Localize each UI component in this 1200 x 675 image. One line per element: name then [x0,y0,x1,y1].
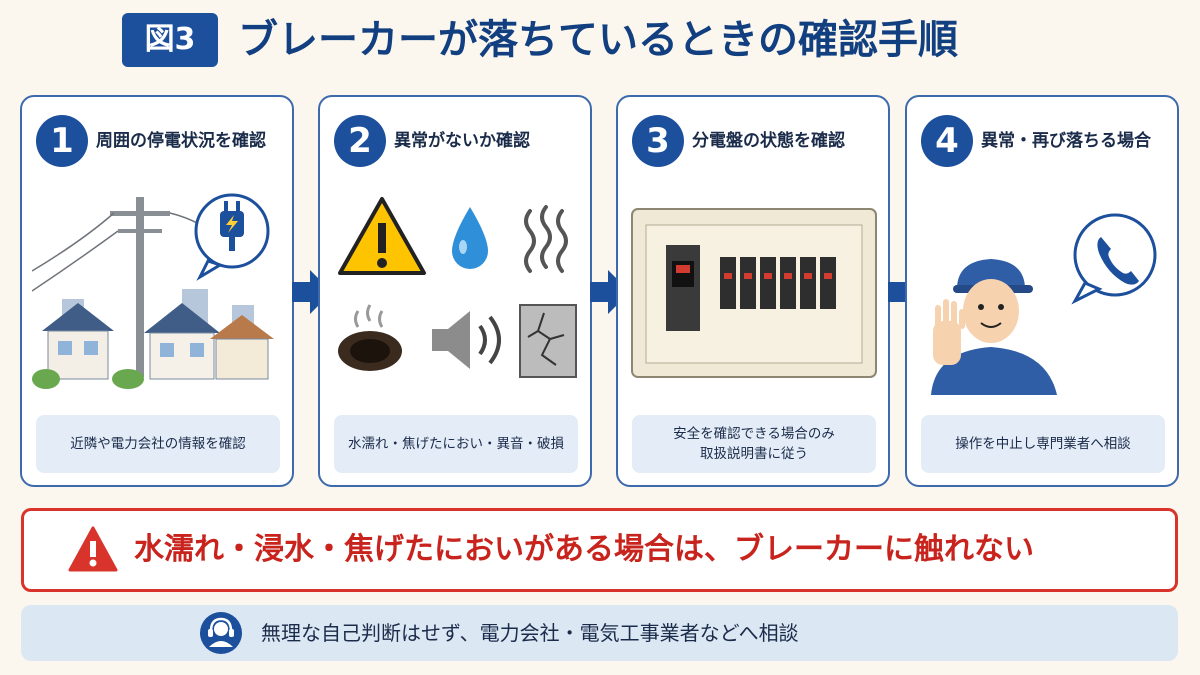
cracked-panel-icon [519,304,577,378]
warning-banner: 水濡れ・浸水・焦げたにおいがある場合は、ブレーカーに触れない [21,508,1178,592]
advice-text: 無理な自己判断はせず、電力会社・電気工事業者などへ相談 [261,621,799,645]
anomaly-illustration [338,197,577,378]
step-card-4: 4 異常・再び落ちる場合 操作を中止し専門業者へ相談 [905,95,1179,487]
step-card-3: 3 分電盤の状態を確認 安全を確認できる場合のみ 取扱説明書に従う [616,95,890,487]
breaker-panel-icon [631,208,877,378]
step-number: 4 [921,115,973,167]
step-caption: 安全を確認できる場合のみ 取扱説明書に従う [632,415,876,473]
warning-icon [338,197,426,275]
arrow-right-icon [590,270,630,314]
worker-icon [931,259,1057,395]
smell-icon [524,205,568,273]
plug-icon [194,193,270,281]
phone-icon [1071,213,1157,305]
arrow-right-icon [292,270,332,314]
step-card-1: 1 周囲の停電状況を確認 [20,95,294,487]
header: 図3 ブレーカーが落ちているときの確認手順 [0,0,1200,78]
scorch-mark-icon [338,304,402,371]
step-caption: 操作を中止し専門業者へ相談 [921,415,1165,473]
step-title: 分電盤の状態を確認 [692,131,845,151]
step-title: 周囲の停電状況を確認 [96,131,266,151]
step-number: 2 [334,115,386,167]
warning-text: 水濡れ・浸水・焦げたにおいがある場合は、ブレーカーに触れない [134,532,1034,567]
consult-illustration [931,213,1157,395]
power-outage-illustration [32,193,274,389]
step-number: 3 [632,115,684,167]
step-title: 異常・再び落ちる場合 [981,131,1151,151]
figure-label: 図3 [122,13,218,67]
water-drop-icon [452,207,488,269]
step-caption: 水濡れ・焦げたにおい・異音・破損 [334,415,578,473]
page-title: ブレーカーが落ちているときの確認手順 [238,17,958,63]
step-caption: 近隣や電力会社の情報を確認 [36,415,280,473]
speaker-icon [432,311,501,369]
step-title: 異常がないか確認 [394,131,530,151]
headset-operator-icon [200,612,242,654]
advice-banner: 無理な自己判断はせず、電力会社・電気工事業者などへ相談 [21,605,1178,661]
step-number: 1 [36,115,88,167]
warning-icon [68,526,118,572]
step-card-2: 2 異常がないか確認 [318,95,592,487]
houses-icon [32,289,274,389]
